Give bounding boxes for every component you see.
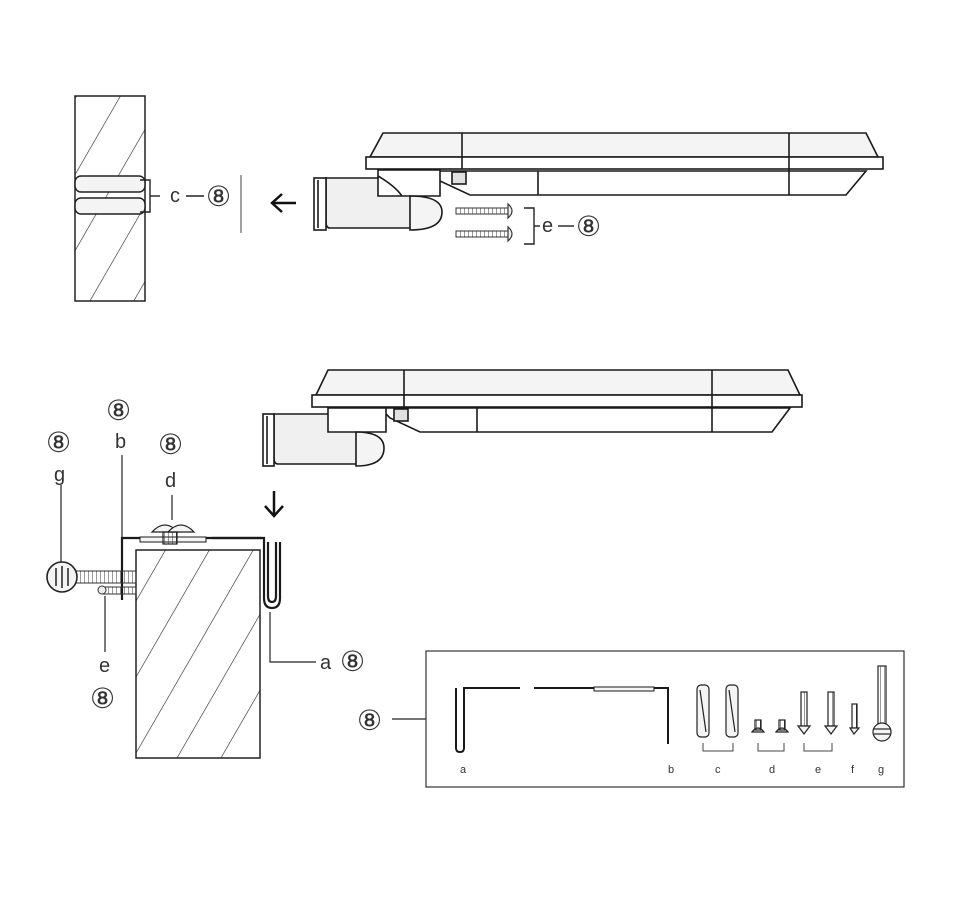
parts-label-f: f <box>851 764 855 776</box>
parts-box-anchors-c <box>696 684 739 738</box>
step1-screw-label: e <box>542 215 553 237</box>
step2-label-g: g <box>54 464 65 486</box>
parts-box-nuts-d <box>750 719 790 733</box>
step2-screw-e <box>97 585 137 595</box>
step2-label-b: b <box>115 431 126 453</box>
step1-wall <box>74 95 146 302</box>
parts-box-group-brackets <box>702 743 833 752</box>
parts-label-a: a <box>460 764 467 776</box>
step2-label-d: d <box>165 470 176 492</box>
parts-label-b: b <box>668 764 674 776</box>
step2-bolt-part-number: ⑧ <box>46 426 71 459</box>
parts-label-g: g <box>878 764 884 776</box>
parts-box-bracket-b <box>534 686 669 744</box>
step1-screw-part-number: ⑧ <box>576 210 601 243</box>
step1-anchor-part-number: ⑧ <box>206 180 231 213</box>
step2-light-fixture <box>262 369 803 467</box>
step1-screws <box>455 202 513 243</box>
parts-box-bolt-g <box>872 665 892 742</box>
step2-bracket-b-part-number: ⑧ <box>106 394 131 427</box>
parts-box-screw-f <box>848 703 861 736</box>
parts-box-bracket-a <box>455 687 520 754</box>
parts-label-d: d <box>769 764 775 776</box>
step1-anchor-label: c <box>170 185 180 207</box>
step1-arrow-left-icon <box>270 193 296 213</box>
parts-box-part-number: ⑧ <box>357 704 382 737</box>
parts-box-screws-e <box>796 691 839 735</box>
parts-label-c: c <box>715 764 721 776</box>
step2-nut-d <box>150 524 196 545</box>
parts-box <box>425 650 905 788</box>
step2-arrow-down-icon <box>264 491 284 518</box>
step2-nut-part-number: ⑧ <box>158 428 183 461</box>
step2-bolt-g <box>46 561 137 593</box>
step2-label-a: a <box>320 652 332 674</box>
step1-anchor-bracket <box>140 179 160 213</box>
step2-leaders <box>60 455 316 663</box>
step2-bracket-a-part-number: ⑧ <box>340 645 365 678</box>
step2-label-e: e <box>99 655 110 677</box>
step2-bracket-a <box>212 536 282 610</box>
parts-label-e: e <box>815 764 821 776</box>
step2-screw-part-number: ⑧ <box>90 682 115 715</box>
step1-light-fixture <box>313 132 884 231</box>
step1-screw-bracket <box>524 207 540 245</box>
step2-post <box>135 549 261 759</box>
